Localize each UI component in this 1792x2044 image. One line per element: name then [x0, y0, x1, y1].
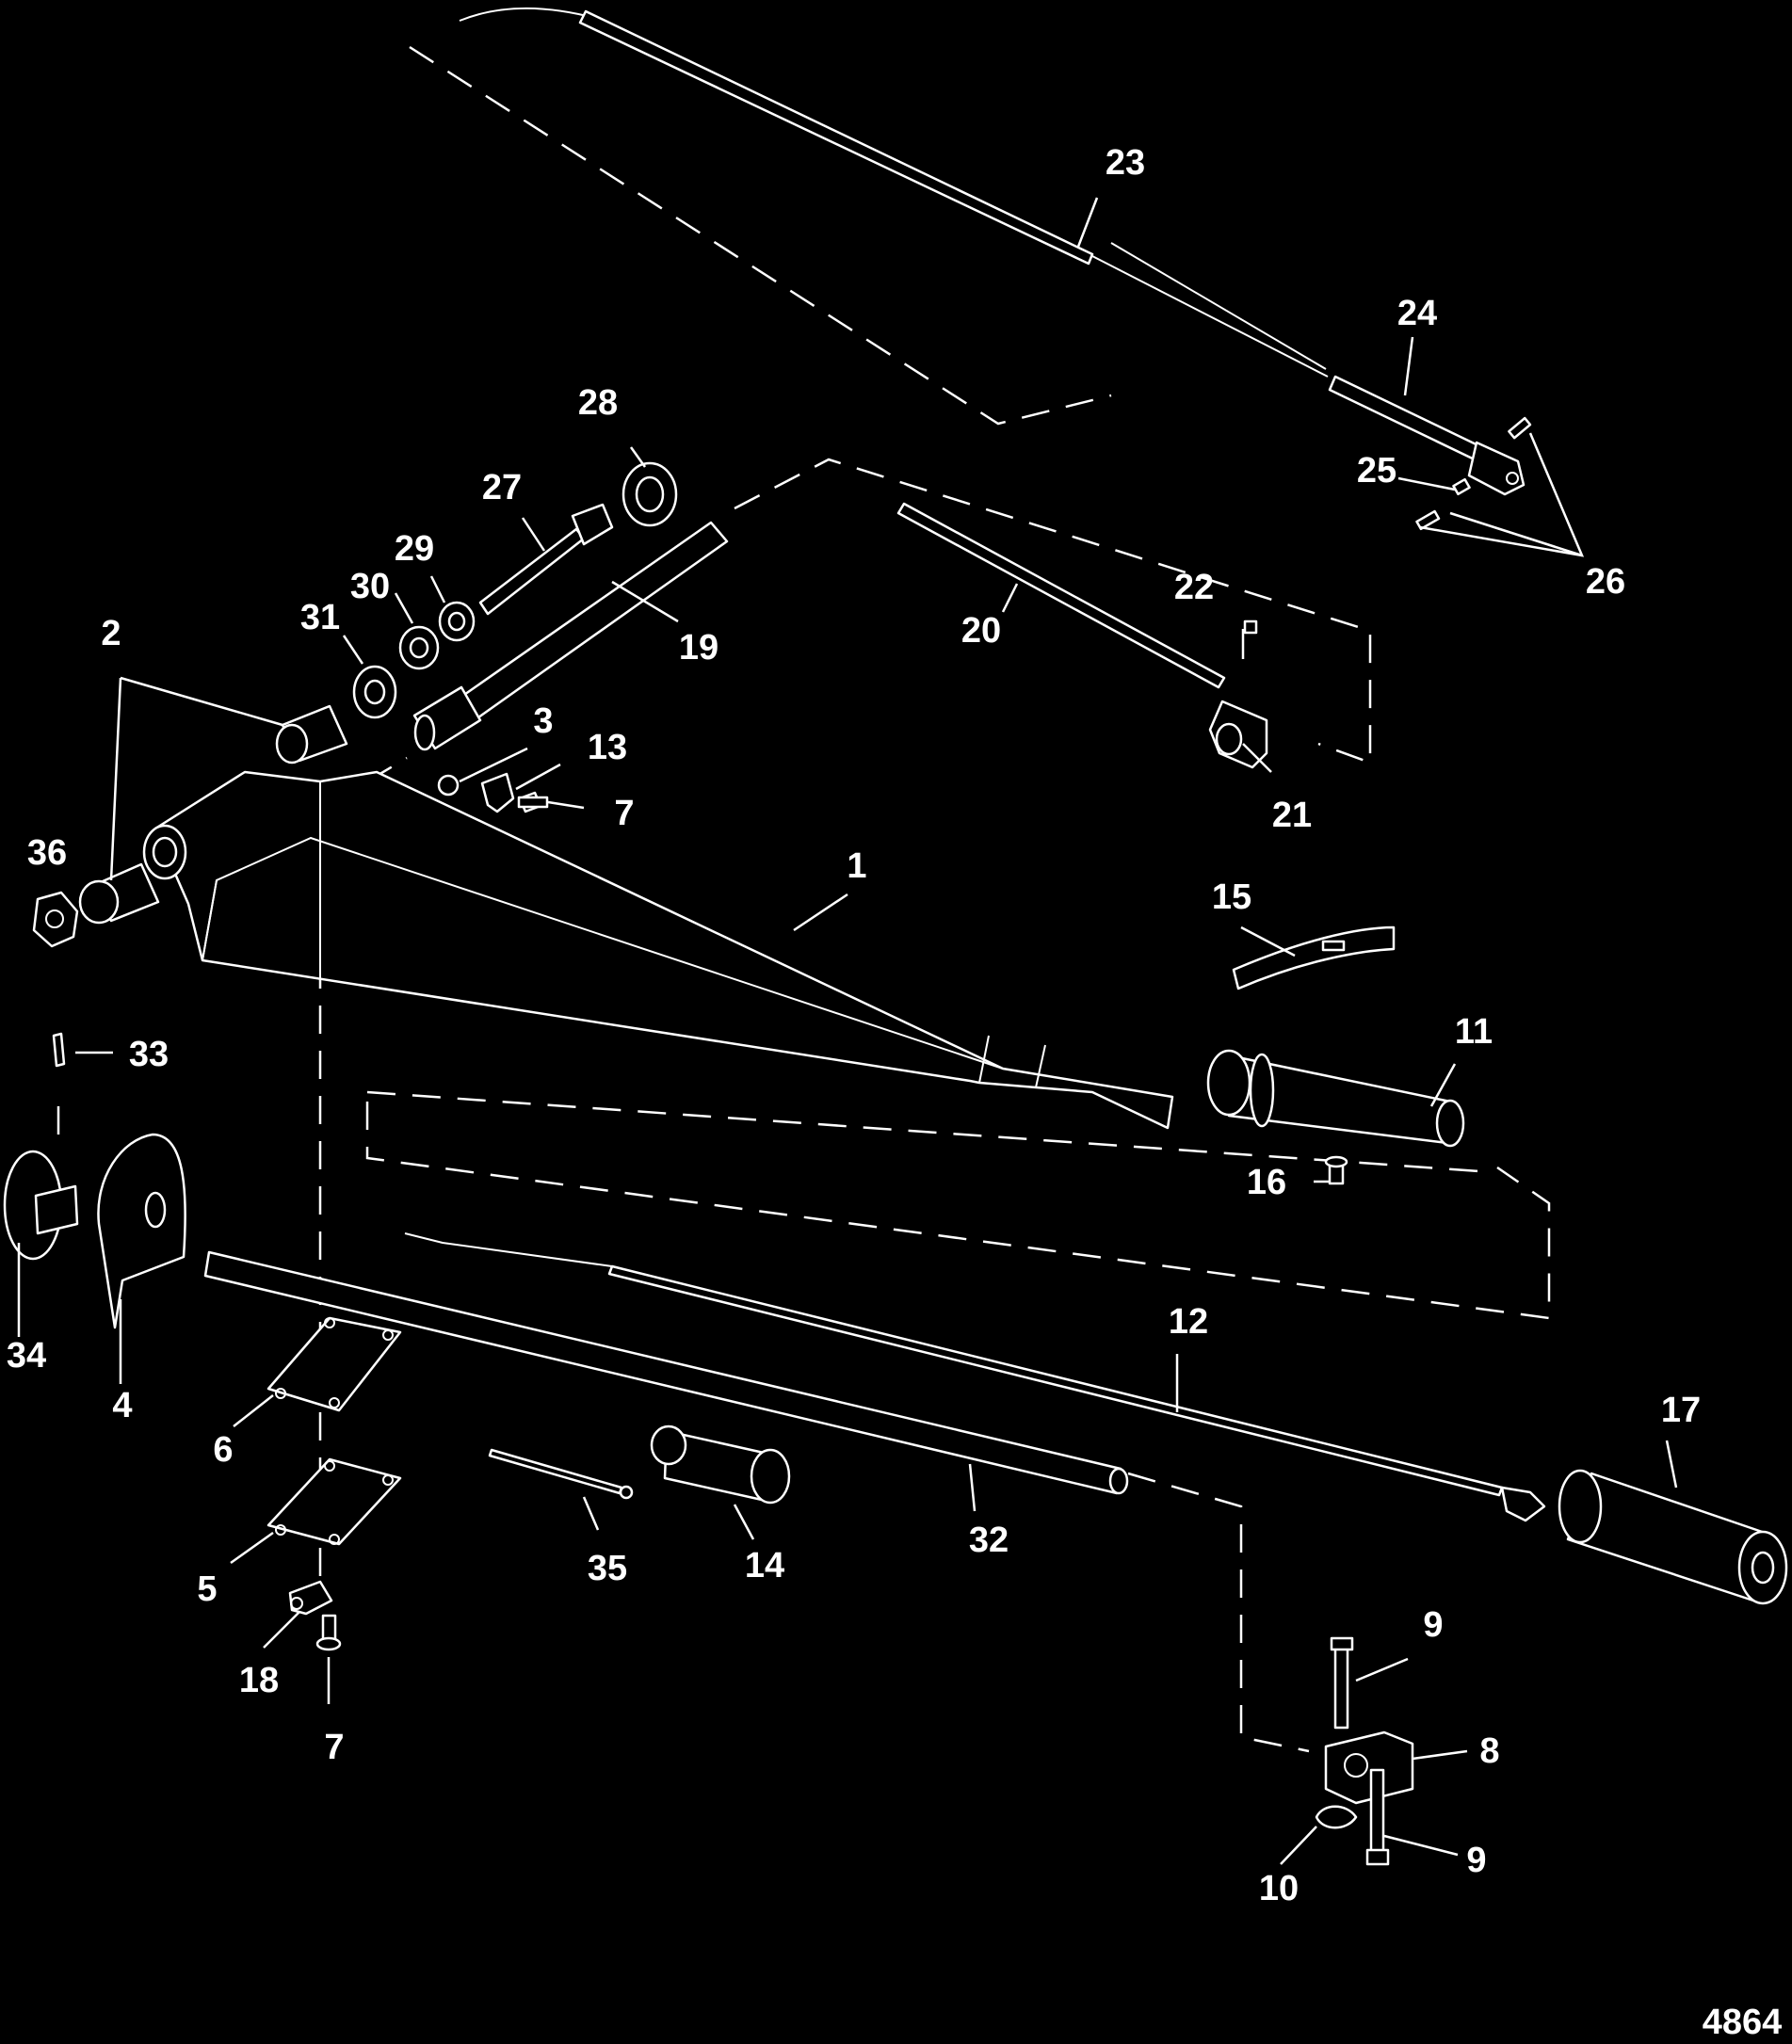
part-5-plate — [266, 1457, 402, 1546]
part-10-wing-nut — [1315, 1805, 1358, 1829]
part-8-clamp-block — [1324, 1730, 1414, 1805]
callout-34: 34 — [7, 1336, 46, 1376]
callout-3: 3 — [533, 701, 553, 741]
callout-13: 13 — [588, 728, 627, 767]
parts-25-26-screws — [1415, 416, 1532, 531]
callout-33: 33 — [129, 1035, 169, 1074]
callout-18: 18 — [239, 1661, 279, 1700]
part-34-disc — [3, 1150, 79, 1261]
callout-15: 15 — [1212, 877, 1251, 917]
callout-36: 36 — [27, 833, 67, 873]
part-21-collar — [1208, 620, 1268, 769]
part-7-screw — [315, 796, 549, 1651]
part-23-cable — [459, 8, 1329, 378]
part-4-bracket — [97, 1133, 186, 1329]
callout-2: 2 — [101, 614, 121, 653]
callout-20: 20 — [961, 611, 1001, 651]
part-1-tiller-arm — [142, 770, 1174, 1130]
callout-35: 35 — [588, 1549, 627, 1588]
part-33-pin — [52, 1032, 66, 1068]
callout-11: 11 — [1455, 1012, 1493, 1052]
part-36-nut — [32, 891, 79, 948]
part-35-pin — [488, 1448, 634, 1500]
callout-22: 22 — [1174, 568, 1214, 607]
callout-30: 30 — [350, 567, 390, 606]
part-20-shaft — [896, 502, 1226, 689]
callout-21: 21 — [1272, 796, 1312, 835]
callout-26: 26 — [1586, 562, 1625, 602]
part-6-plate — [266, 1316, 402, 1412]
callout-7-bottom: 7 — [324, 1728, 344, 1767]
callout-25: 25 — [1357, 451, 1396, 491]
callout-5: 5 — [197, 1569, 217, 1609]
callout-leaders — [17, 197, 1678, 1865]
part-18-clip — [288, 1580, 333, 1616]
part-24-clevis-rod — [1328, 375, 1526, 496]
part-32-tube — [203, 1250, 1129, 1495]
figure-id: 4864 — [1703, 2003, 1783, 2042]
callout-10: 10 — [1259, 1869, 1299, 1908]
callout-1: 1 — [847, 846, 866, 886]
callout-28: 28 — [578, 383, 618, 423]
part-17-knob — [1558, 1469, 1788, 1605]
callout-19: 19 — [679, 628, 718, 668]
callout-12: 12 — [1169, 1302, 1208, 1342]
callout-8: 8 — [1479, 1731, 1499, 1771]
part-19-shaft — [412, 521, 729, 751]
callout-16: 16 — [1247, 1163, 1286, 1202]
callout-29: 29 — [395, 529, 434, 569]
part-9-bolts — [1330, 1636, 1390, 1866]
callout-32: 32 — [969, 1521, 1009, 1560]
callout-27: 27 — [482, 468, 522, 507]
part-16-screw — [1324, 1155, 1348, 1185]
callout-4: 4 — [112, 1386, 132, 1425]
callout-17: 17 — [1661, 1391, 1701, 1430]
parts-28-31-washers — [352, 461, 678, 719]
callout-labels: 23 24 25 26 28 27 29 30 31 19 20 22 21 2… — [7, 143, 1782, 2042]
callout-31: 31 — [300, 598, 340, 637]
callout-9-top: 9 — [1423, 1605, 1443, 1645]
part-15-friction-plate — [1232, 925, 1396, 990]
callout-7-top: 7 — [614, 794, 634, 833]
callout-24: 24 — [1397, 294, 1437, 333]
part-14-sleeve — [650, 1424, 791, 1505]
callout-23: 23 — [1106, 143, 1145, 183]
part-11-handle-grip — [1206, 1049, 1465, 1148]
callout-6: 6 — [213, 1430, 233, 1470]
callout-9-bottom: 9 — [1466, 1841, 1486, 1880]
part-27-bolt — [478, 503, 614, 616]
callout-14: 14 — [745, 1546, 784, 1585]
part-12-cable — [404, 1232, 1546, 1522]
